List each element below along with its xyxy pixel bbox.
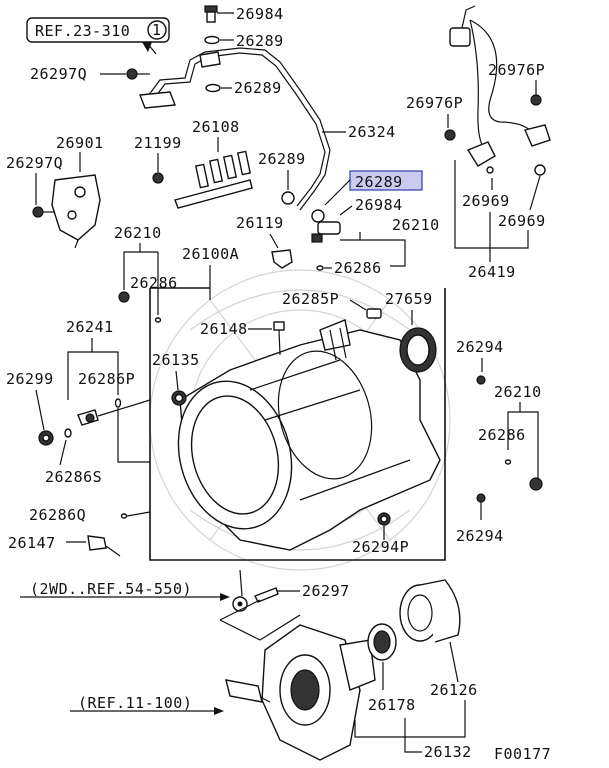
label-26969-a[interactable]: 26969 xyxy=(462,192,510,210)
part-26984-plug-b[interactable] xyxy=(311,221,341,243)
part-ground-cable[interactable] xyxy=(232,569,248,612)
part-26286-b-ring[interactable] xyxy=(316,265,332,271)
part-26289-ring-b[interactable] xyxy=(205,83,232,93)
part-26984-plug-top[interactable] xyxy=(204,5,234,23)
part-sensor-harness-connector[interactable] xyxy=(449,5,531,151)
part-26108-connector-bracket[interactable] xyxy=(174,150,253,209)
part-26147-fitting[interactable] xyxy=(87,535,107,551)
label-26286-a[interactable]: 26286 xyxy=(130,274,178,292)
label-26419[interactable]: 26419 xyxy=(468,263,516,281)
label-26126[interactable]: 26126 xyxy=(430,681,478,699)
label-21199[interactable]: 21199 xyxy=(134,134,182,152)
label-26210-b[interactable]: 26210 xyxy=(392,216,440,234)
part-26241-sensor[interactable] xyxy=(77,409,99,426)
part-26901-bracket[interactable] xyxy=(51,174,101,249)
part-26289-ring-c[interactable] xyxy=(281,191,295,205)
label-26976P-b[interactable]: 26976P xyxy=(406,94,463,112)
label-26297[interactable]: 26297 xyxy=(302,582,350,600)
label-26294-b[interactable]: 26294 xyxy=(456,527,504,545)
part-26210-c-plug[interactable] xyxy=(529,477,543,491)
part-26286Q-ring[interactable] xyxy=(120,513,128,519)
part-26294-b-plug[interactable] xyxy=(476,493,486,503)
label-26286-b[interactable]: 26286 xyxy=(334,259,382,277)
part-26299-plug[interactable] xyxy=(38,430,54,446)
label-27659[interactable]: 27659 xyxy=(385,290,433,308)
part-26289-ring-highlighted[interactable] xyxy=(311,209,325,223)
highlighted-part-26289[interactable]: 26289 xyxy=(324,170,423,206)
main-case-frame xyxy=(149,287,446,561)
label-26297Q-b[interactable]: 26297Q xyxy=(6,154,63,172)
part-26294P-plug[interactable] xyxy=(377,512,391,526)
label-26147[interactable]: 26147 xyxy=(8,534,56,552)
diagram-code: F00177 xyxy=(494,745,551,763)
part-26976P-bolt-b[interactable] xyxy=(444,129,456,141)
label-26299[interactable]: 26299 xyxy=(6,370,54,388)
part-26324-oil-pipe[interactable] xyxy=(139,47,346,211)
label-26901[interactable]: 26901 xyxy=(56,134,104,152)
part-26210-a-plug[interactable] xyxy=(118,291,130,303)
part-26286S-ring[interactable] xyxy=(64,428,72,438)
label-26969-b[interactable]: 26969 xyxy=(498,212,546,230)
label-26119[interactable]: 26119 xyxy=(236,214,284,232)
label-26286P[interactable]: 26286P xyxy=(78,370,135,388)
part-26100A-transmission-case[interactable] xyxy=(162,319,441,551)
part-26297Q-bolt-b[interactable] xyxy=(32,206,55,218)
part-26135-plug[interactable] xyxy=(171,390,187,406)
part-27659-oil-seal[interactable] xyxy=(399,327,437,373)
part-ext-housing-frame xyxy=(219,599,301,641)
part-21199-bolt[interactable] xyxy=(152,172,164,184)
part-26289-ring-a[interactable] xyxy=(204,35,234,45)
label-26294P[interactable]: 26294P xyxy=(352,538,409,556)
part-26119-fitting[interactable] xyxy=(271,249,293,269)
label-26324[interactable]: 26324 xyxy=(348,123,396,141)
part-26286-a-ring[interactable] xyxy=(154,317,162,323)
label-26976P-a[interactable]: 26976P xyxy=(488,61,545,79)
label-26294-a[interactable]: 26294 xyxy=(456,338,504,356)
ref-circle-number: 1 xyxy=(152,21,162,39)
part-ref-11-100-bracket[interactable] xyxy=(225,679,271,703)
part-speed-sensor-a[interactable] xyxy=(466,141,496,174)
label-26984-top[interactable]: 26984 xyxy=(236,5,284,23)
part-speed-sensor-b[interactable] xyxy=(524,124,551,176)
label-26297Q-a[interactable]: 26297Q xyxy=(30,65,87,83)
label-26289-a[interactable]: 26289 xyxy=(236,32,284,50)
part-26286-c-ring[interactable] xyxy=(504,459,512,465)
ref-2wd-54-550[interactable]: (2WD..REF.54-550) xyxy=(30,580,192,598)
label-26984-b[interactable]: 26984 xyxy=(355,196,403,214)
label-26289-highlighted: 26289 xyxy=(355,173,403,191)
label-26100A[interactable]: 26100A xyxy=(182,245,239,263)
part-26285P-plug[interactable] xyxy=(366,308,382,319)
label-26286-c[interactable]: 26286 xyxy=(478,426,526,444)
ref-23-310-box[interactable]: REF.23-310 1 xyxy=(26,17,170,43)
ref-arrow xyxy=(142,42,157,55)
label-26289-b[interactable]: 26289 xyxy=(234,79,282,97)
part-26297-bolt[interactable] xyxy=(254,587,279,603)
label-26148[interactable]: 26148 xyxy=(200,320,248,338)
label-26289-c[interactable]: 26289 xyxy=(258,150,306,168)
part-26286P-ring[interactable] xyxy=(114,398,122,408)
part-26132-extension-housing[interactable] xyxy=(261,624,376,761)
label-26285P[interactable]: 26285P xyxy=(282,290,339,308)
label-26241[interactable]: 26241 xyxy=(66,318,114,336)
part-26294-a-plug[interactable] xyxy=(476,375,486,385)
part-26126-dust-cover[interactable] xyxy=(399,579,461,643)
label-26132[interactable]: 26132 xyxy=(424,743,472,761)
label-26135[interactable]: 26135 xyxy=(152,351,200,369)
label-26286S[interactable]: 26286S xyxy=(45,468,102,486)
part-26178-seal[interactable] xyxy=(367,623,397,661)
ref-23-310-text: REF.23-310 xyxy=(35,22,130,40)
part-26976P-bolt-a[interactable] xyxy=(530,94,542,106)
label-26178[interactable]: 26178 xyxy=(368,696,416,714)
label-26286Q[interactable]: 26286Q xyxy=(29,506,86,524)
label-26210-a[interactable]: 26210 xyxy=(114,224,162,242)
label-26108[interactable]: 26108 xyxy=(192,118,240,136)
part-26297Q-bolt-a[interactable] xyxy=(100,68,150,80)
part-26148-bolt[interactable] xyxy=(273,321,285,356)
label-26210-c[interactable]: 26210 xyxy=(494,383,542,401)
ref-11-100[interactable]: (REF.11-100) xyxy=(78,694,192,712)
